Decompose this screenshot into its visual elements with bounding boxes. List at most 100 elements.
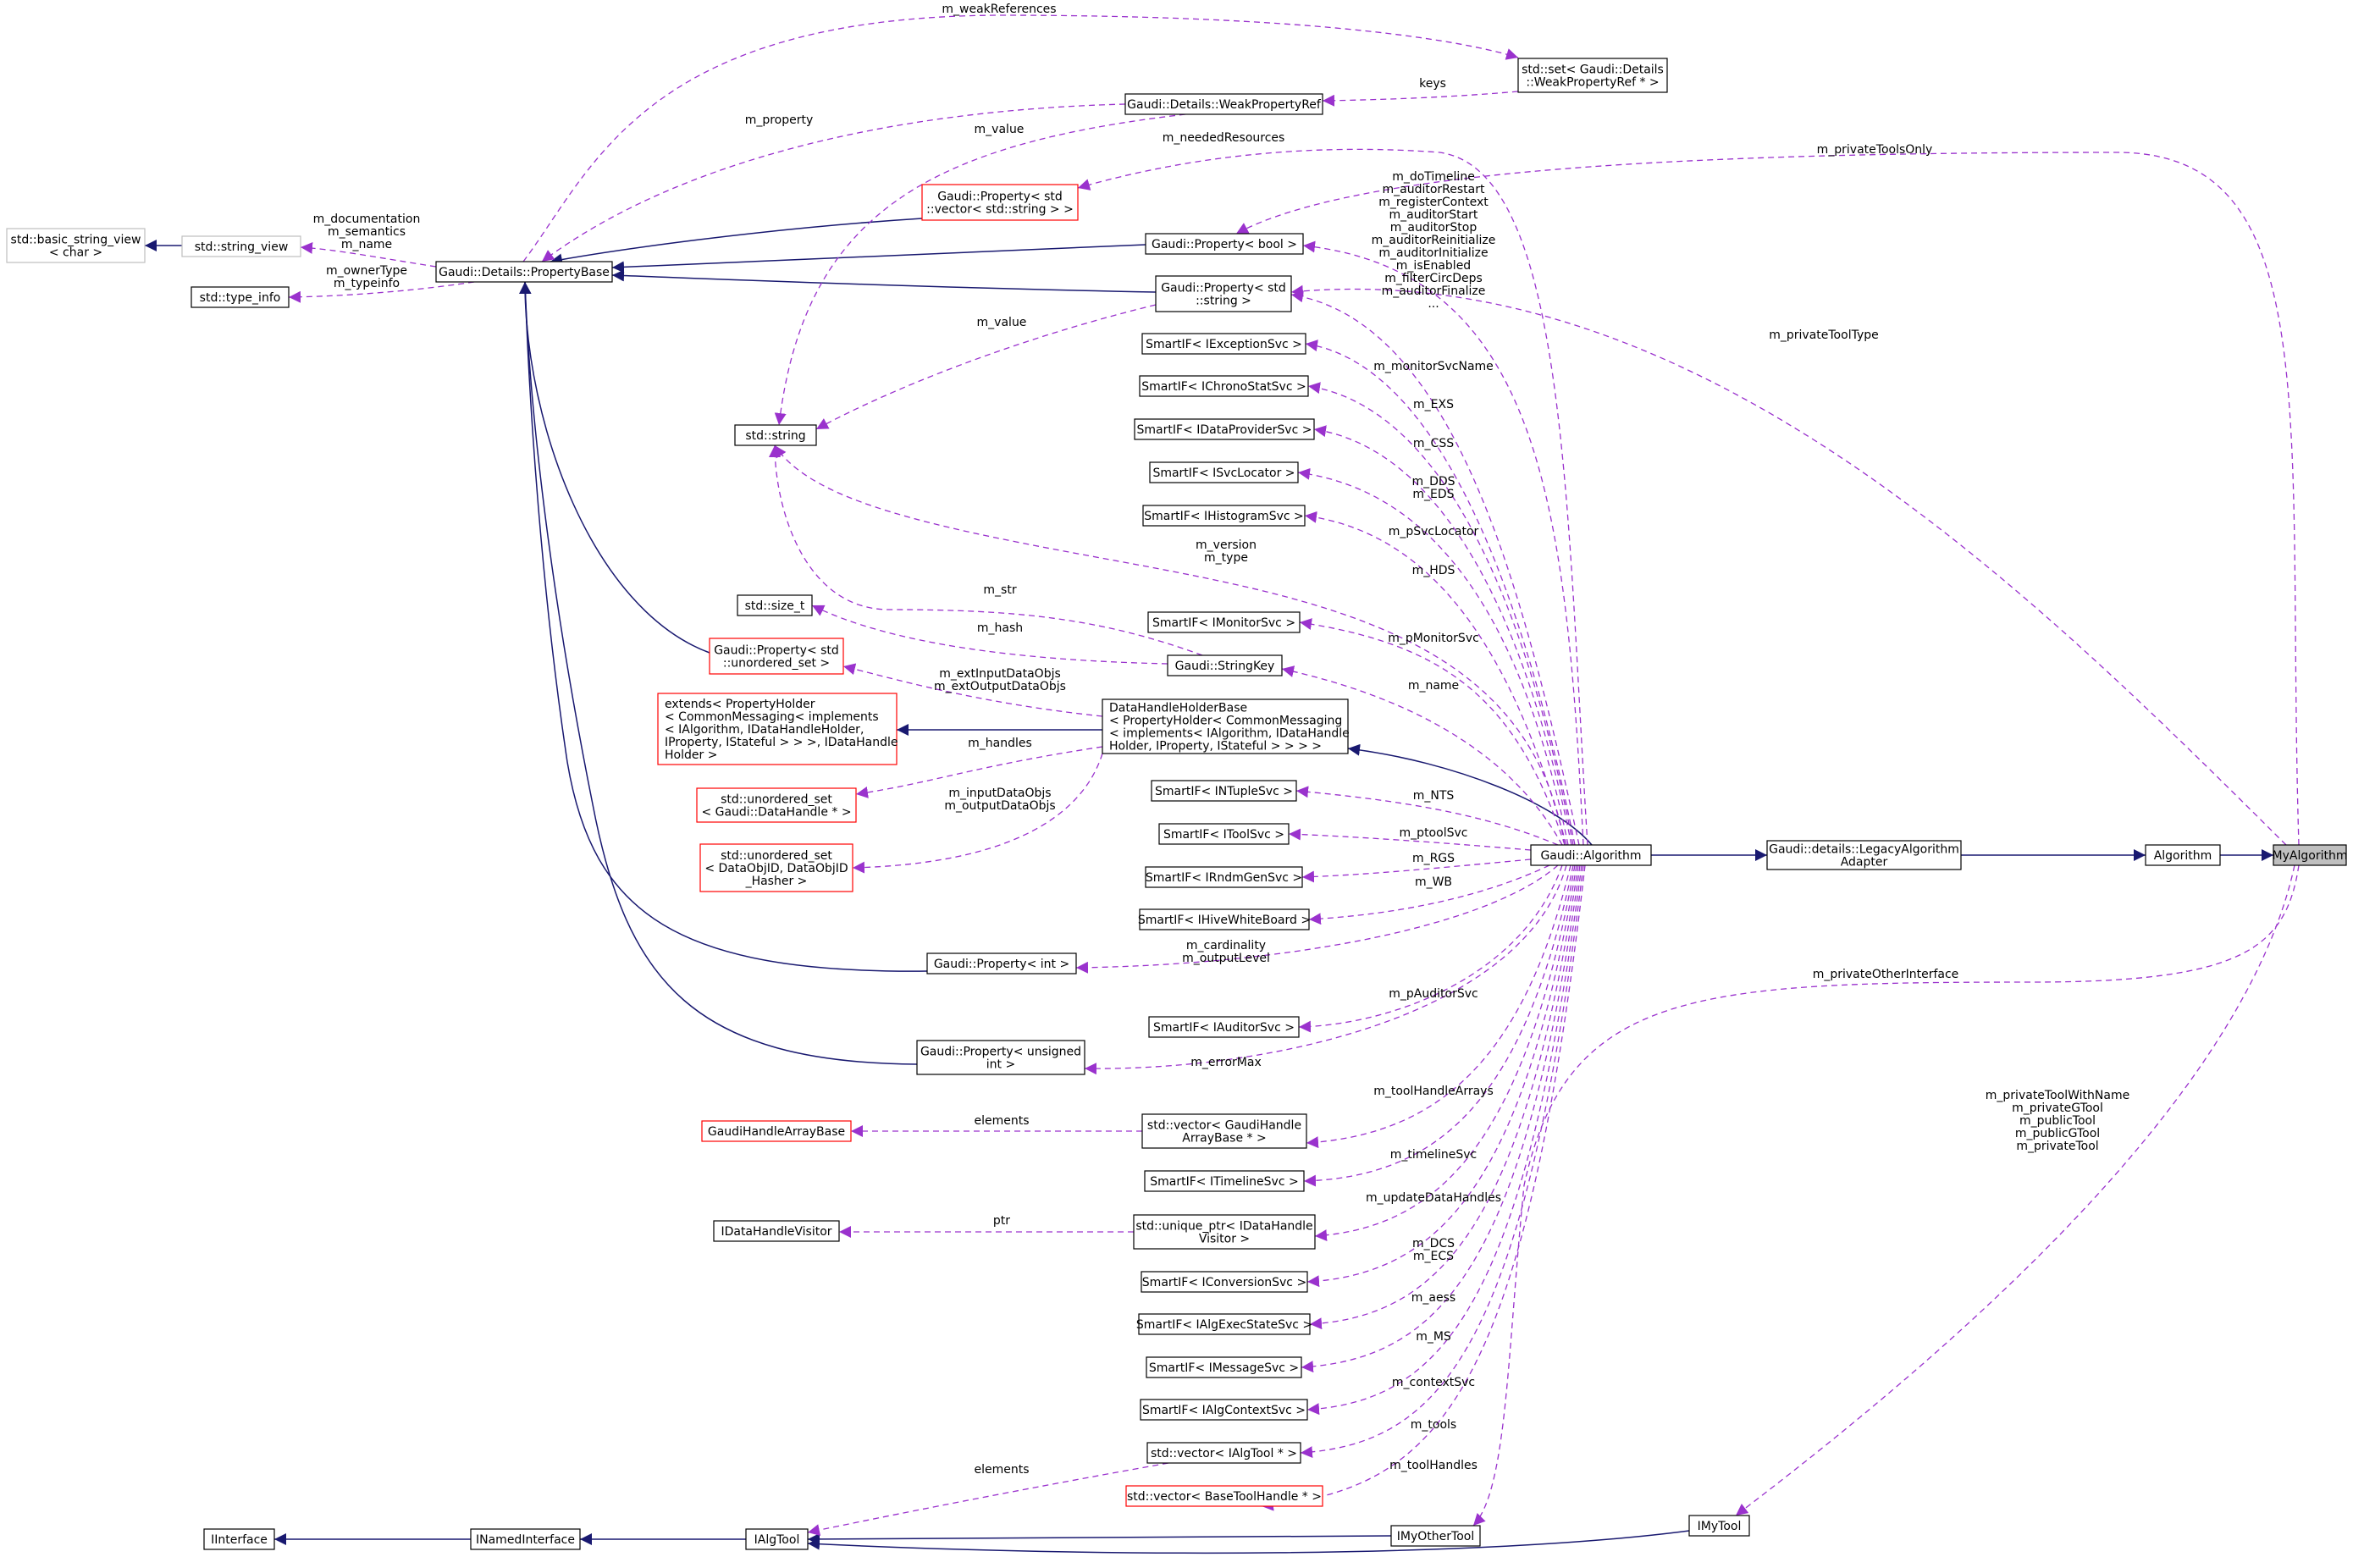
inheritance-edge-imyothertool-to-ialgtool (807, 1532, 1392, 1545)
class-node-prop-string[interactable]: Gaudi::Property< std::string > (1155, 275, 1292, 312)
edge-label-line: m_property (745, 113, 814, 127)
class-node-inamedinterface[interactable]: INamedInterface (470, 1528, 581, 1550)
class-node-label-line: Gaudi::Algorithm (1540, 849, 1641, 863)
edge-label-line: m_auditorFinalize (1382, 284, 1486, 298)
edge-label-line: m_EXS (1413, 398, 1454, 411)
class-node-sif-auditor[interactable]: SmartIF< IAuditorSvc > (1148, 1016, 1300, 1038)
class-node-dhhb[interactable]: DataHandleHolderBase< PropertyHolder< Co… (1102, 698, 1350, 754)
class-node-box (1149, 461, 1299, 483)
class-node-label: IDataHandleVisitor (721, 1225, 831, 1239)
class-node-sif-exception[interactable]: SmartIF< IExceptionSvc > (1141, 333, 1306, 355)
class-node-prop-vector-string[interactable]: Gaudi::Property< std::vector< std::strin… (921, 184, 1079, 221)
class-node-sif-tool[interactable]: SmartIF< IToolSvc > (1158, 823, 1290, 845)
class-node-label-line: Gaudi::StringKey (1175, 660, 1275, 673)
class-node-sif-svclocator[interactable]: SmartIF< ISvcLocator > (1149, 461, 1299, 483)
usage-edge-myalgorithm-to-prop_string (1290, 284, 2287, 846)
class-node-unordered-set-dh[interactable]: std::unordered_set< Gaudi::DataHandle * … (696, 787, 857, 823)
class-node-sif-ntuple[interactable]: SmartIF< INTupleSvc > (1151, 780, 1297, 802)
usage-edge-gaudialgorithm-to-sif_hive (1308, 864, 1550, 925)
class-node-label-line: SmartIF< IMessageSvc > (1149, 1361, 1299, 1375)
usage-edge-dhhb-to-unordered_set_dh (855, 746, 1103, 798)
class-node-label-line: std::vector< BaseToolHandle * > (1127, 1490, 1322, 1504)
class-node-sif-algexec[interactable]: SmartIF< IAlgExecStateSvc > (1136, 1313, 1312, 1335)
edge-label-line: m_updateDataHandles (1366, 1191, 1501, 1205)
class-node-label-line: Adapter (1841, 856, 1888, 870)
class-node-idatahandlevisitor[interactable]: IDataHandleVisitor (713, 1220, 840, 1242)
class-node-std-string[interactable]: std::string (734, 424, 817, 446)
edge-label-m-ptoolSvc: m_ptoolSvc (1400, 826, 1468, 840)
class-node-box (1158, 823, 1290, 845)
class-node-vector-ialgtool[interactable]: std::vector< IAlgTool * > (1146, 1442, 1301, 1464)
class-node-propertybase[interactable]: Gaudi::Details::PropertyBase (435, 261, 613, 283)
class-node-sif-dataprovider[interactable]: SmartIF< IDataProviderSvc > (1134, 418, 1315, 440)
class-node-iinterface[interactable]: IInterface (203, 1528, 275, 1550)
edge-label-m-str: m_str (983, 583, 1016, 597)
usage-edge-vector_ialgtool-to-ialgtool (807, 1462, 1169, 1536)
class-node-label-line: SmartIF< IHistogramSvc > (1144, 510, 1304, 523)
usage-edge-gaudialgorithm-to-prop_bool (1302, 240, 1584, 846)
edge-label-line: m_MS (1416, 1330, 1451, 1344)
usage-edge-gaudialgorithm-to-prop_vector_string (1077, 148, 1588, 846)
edge-label-m-MS: m_MS (1416, 1330, 1451, 1344)
class-node-sif-monitor[interactable]: SmartIF< IMonitorSvc > (1147, 611, 1301, 633)
class-node-label-line: < PropertyHolder< CommonMessaging (1109, 715, 1342, 728)
class-node-basic-string-view[interactable]: std::basic_string_view< char > (6, 228, 146, 263)
edge-label-m-pSvcLocator: m_pSvcLocator (1389, 525, 1479, 538)
class-node-prop-bool[interactable]: Gaudi::Property< bool > (1145, 233, 1304, 255)
class-node-myalgorithm[interactable]: MyAlgorithm (2273, 844, 2348, 866)
class-node-label: std::basic_string_view< char > (11, 234, 141, 260)
class-node-imytool[interactable]: IMyTool (1688, 1515, 1750, 1537)
class-node-unordered-set-dataobj[interactable]: std::unordered_set< DataObjID, DataObjID… (699, 843, 853, 892)
class-node-sif-histogram[interactable]: SmartIF< IHistogramSvc > (1142, 505, 1306, 527)
class-node-sif-conversion[interactable]: SmartIF< IConversionSvc > (1141, 1271, 1308, 1293)
edge-label-line: m_toolHandles (1389, 1459, 1478, 1472)
edge-label-line: m_CSS (1413, 437, 1454, 450)
class-node-vector-basetoolhandle[interactable]: std::vector< BaseToolHandle * > (1125, 1485, 1323, 1507)
class-node-set-weak[interactable]: std::set< Gaudi::Details::WeakPropertyRe… (1517, 58, 1668, 93)
class-node-box (1139, 908, 1310, 930)
edge-label-line: elements (974, 1463, 1029, 1477)
usage-edge-gaudialgorithm-to-vector_ghab (1306, 864, 1571, 1149)
class-node-imyothertool[interactable]: IMyOtherTool (1390, 1525, 1481, 1547)
class-node-sif-chrono[interactable]: SmartIF< IChronoStatSvc > (1139, 375, 1309, 397)
class-node-string-view[interactable]: std::string_view (181, 235, 301, 257)
edge-label-m-privateToolsOnly: m_privateToolsOnly (1817, 143, 1933, 157)
class-node-sif-timeline[interactable]: SmartIF< ITimelineSvc > (1144, 1170, 1305, 1192)
class-node-box (2145, 844, 2221, 866)
class-node-sif-algcontext[interactable]: SmartIF< IAlgContextSvc > (1140, 1399, 1308, 1421)
class-node-algorithm[interactable]: Algorithm (2145, 844, 2221, 866)
class-node-label: SmartIF< IMonitorSvc > (1152, 616, 1295, 630)
class-node-sif-rndm[interactable]: SmartIF< IRndmGenSvc > (1145, 866, 1303, 888)
class-node-size-t[interactable]: std::size_t (737, 594, 813, 616)
class-node-label: SmartIF< IAlgContextSvc > (1142, 1404, 1306, 1417)
class-node-ialgtool[interactable]: IAlgTool (745, 1528, 809, 1550)
class-node-label: SmartIF< ISvcLocator > (1152, 467, 1295, 480)
class-node-gaudihandlearraybase[interactable]: GaudiHandleArrayBase (701, 1120, 852, 1142)
class-node-sif-message[interactable]: SmartIF< IMessageSvc > (1146, 1356, 1302, 1378)
class-node-weakpropref[interactable]: Gaudi::Details::WeakPropertyRef (1124, 93, 1323, 115)
class-node-extends[interactable]: extends< PropertyHolder< CommonMessaging… (657, 693, 898, 765)
class-node-prop-unordered-set[interactable]: Gaudi::Property< std::unordered_set > (709, 638, 844, 675)
class-node-gaudialgorithm[interactable]: Gaudi::Algorithm (1530, 844, 1652, 866)
class-node-box (699, 843, 853, 892)
edge-label-m-tools: m_tools (1411, 1418, 1456, 1432)
usage-edge-propertybase-to-type_info (288, 281, 475, 303)
class-node-type-info[interactable]: std::type_info (191, 286, 290, 308)
class-node-stringkey[interactable]: Gaudi::StringKey (1167, 654, 1283, 676)
class-node-label-line: _Hasher > (745, 875, 808, 888)
edge-label-line: m_inputDataObjs (948, 787, 1051, 800)
class-node-sif-hive[interactable]: SmartIF< IHiveWhiteBoard > (1138, 908, 1311, 930)
class-node-prop-int[interactable]: Gaudi::Property< int > (926, 952, 1077, 974)
edge-label-m-property: m_property (745, 113, 814, 127)
edge-label-m-value-string: m_value (977, 316, 1027, 329)
class-node-box (191, 286, 290, 308)
edge-label-m-handles: m_handles (968, 737, 1032, 750)
